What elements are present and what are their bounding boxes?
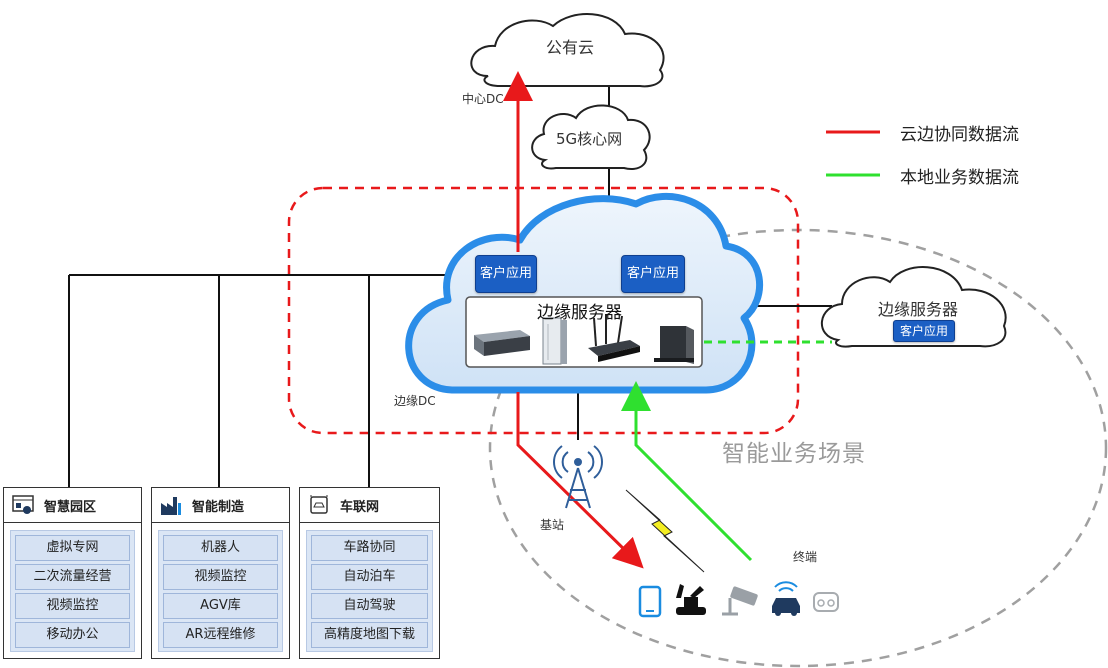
legend-green-label: 本地业务数据流 (900, 168, 1019, 188)
vr-headset-icon (813, 592, 839, 612)
campus-icon (12, 494, 34, 516)
panel-header: 智慧园区 (4, 488, 141, 523)
panel-title: 智能制造 (192, 499, 245, 515)
public-cloud-label: 公有云 (546, 38, 595, 57)
public-cloud-shape (470, 13, 665, 88)
connected-car-icon (772, 581, 800, 616)
remote-edge-cloud-shape (820, 266, 1007, 348)
edge-dc-label: 边缘DC (394, 394, 436, 408)
panel-items: 机器人 视频监控 AGV库 AR远程维修 (158, 530, 283, 652)
list-item: 车路协同 (311, 535, 428, 561)
smart-scene-label: 智能业务场景 (722, 441, 866, 467)
wireless-signal-bolt (625, 489, 705, 573)
terminal-label: 终端 (793, 550, 818, 564)
phone-icon (638, 585, 662, 618)
green-flow-links (621, 340, 832, 562)
list-item: 视频监控 (163, 564, 278, 590)
list-item: AR远程维修 (163, 622, 278, 648)
core-network-cloud-shape (531, 104, 651, 170)
tower-server-icon (542, 317, 567, 365)
list-item: 虚拟专网 (15, 535, 130, 561)
remote-edge-cloud-label: 边缘服务器 (878, 300, 959, 319)
list-item: 机器人 (163, 535, 278, 561)
panel-header: 车联网 (300, 488, 439, 523)
customer-app-left: 客户应用 (475, 255, 537, 293)
panel-header: 智能制造 (152, 488, 289, 523)
list-item: 移动办公 (15, 622, 130, 648)
panel-items: 车路协同 自动泊车 自动驾驶 高精度地图下载 (306, 530, 433, 652)
panel-title: 车联网 (340, 499, 380, 515)
list-item: 视频监控 (15, 593, 130, 619)
panel-items: 虚拟专网 二次流量经营 视频监控 移动办公 (10, 530, 135, 652)
panel-title: 智慧园区 (44, 499, 97, 515)
red-flow-links (503, 71, 644, 569)
vehicle-chip-icon (308, 494, 330, 516)
core-network-label: 5G核心网 (556, 130, 623, 148)
center-dc-label: 中心DC (462, 92, 504, 106)
panel-smart-manufacturing: 智能制造 机器人 视频监控 AGV库 AR远程维修 (151, 487, 290, 659)
edge-server-title: 边缘服务器 (537, 303, 622, 323)
remote-customer-app: 客户应用 (893, 320, 955, 342)
rack-server-icon (474, 330, 530, 356)
edge-box-server-icon (654, 326, 694, 364)
list-item: AGV库 (163, 593, 278, 619)
base-station-icon (553, 445, 603, 509)
factory-icon (160, 494, 182, 516)
list-item: 高精度地图下载 (311, 622, 428, 648)
base-station-label: 基站 (540, 518, 565, 532)
list-item: 自动驾驶 (311, 593, 428, 619)
list-item: 自动泊车 (311, 564, 428, 590)
list-item: 二次流量经营 (15, 564, 130, 590)
excavator-icon (676, 584, 706, 615)
gateway-device-icon (588, 314, 640, 362)
black-links (68, 76, 832, 487)
edge-dc-boundary (287, 186, 800, 435)
panel-vehicle-network: 车联网 车路协同 自动泊车 自动驾驶 高精度地图下载 (299, 487, 440, 659)
panel-smart-campus: 智慧园区 虚拟专网 二次流量经营 视频监控 移动办公 (3, 487, 142, 659)
camera-icon (722, 586, 758, 616)
legend-red-label: 云边协同数据流 (900, 125, 1019, 145)
customer-app-right: 客户应用 (621, 255, 685, 293)
